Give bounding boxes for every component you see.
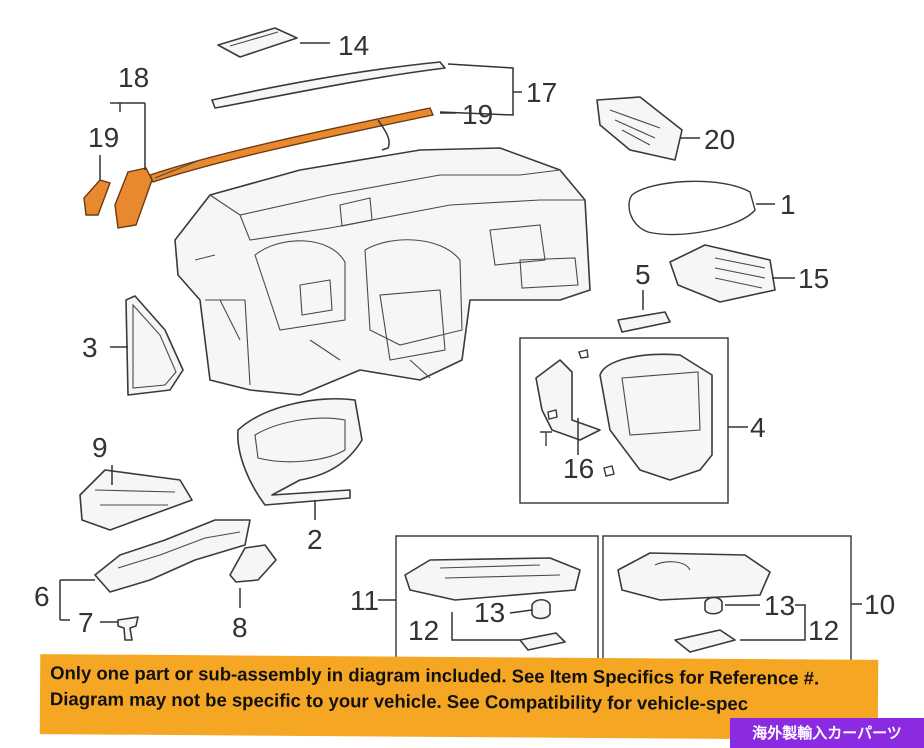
callout-10: 10 — [864, 589, 895, 620]
callout-19-left: 19 — [88, 122, 119, 153]
part-11-module — [404, 557, 581, 651]
part-14-tray — [217, 27, 298, 58]
box-4 — [519, 337, 729, 504]
callout-numbers: 14 17 18 19 19 20 1 15 5 3 4 16 2 9 6 7 … — [34, 30, 895, 646]
part-1-end-cap — [628, 180, 756, 236]
callout-1: 1 — [780, 189, 796, 220]
callout-17: 17 — [526, 77, 557, 108]
callout-13-right: 13 — [764, 590, 795, 621]
seller-badge: 海外製輸入カーパーツ — [730, 718, 924, 748]
part-8-bracket — [229, 544, 277, 583]
callout-3: 3 — [82, 332, 98, 363]
part-19-18-highlighted — [83, 107, 434, 229]
callout-20: 20 — [704, 124, 735, 155]
callout-8: 8 — [232, 612, 248, 643]
part-7-clip — [117, 616, 139, 641]
callout-19-right: 19 — [462, 99, 493, 130]
callout-9: 9 — [92, 432, 108, 463]
callout-13-left: 13 — [474, 597, 505, 628]
disclaimer-line-2: Diagram may not be specific to your vehi… — [49, 688, 749, 715]
callout-11: 11 — [350, 585, 379, 616]
instrument-panel-main — [174, 147, 591, 396]
disclaimer-line-1: Only one part or sub-assembly in diagram… — [50, 662, 820, 689]
callout-7: 7 — [78, 607, 94, 638]
callout-12-right: 12 — [808, 615, 839, 646]
leader-lines — [59, 42, 862, 641]
part-6-knee-bolster — [94, 519, 251, 593]
callout-2: 2 — [307, 524, 323, 555]
part-20-grille — [596, 96, 683, 161]
callout-12-left: 12 — [408, 615, 439, 646]
part-5-switch — [617, 311, 671, 333]
part-17-defroster-strip — [211, 61, 446, 109]
callout-5: 5 — [635, 259, 651, 290]
callout-15: 15 — [798, 263, 829, 294]
part-2-cluster-bezel — [237, 397, 363, 506]
part-15-vent — [669, 244, 776, 303]
callout-16: 16 — [563, 453, 594, 484]
part-9-glovebox — [79, 469, 193, 531]
part-3-side-panel — [125, 295, 184, 396]
callout-4: 4 — [750, 412, 766, 443]
callout-6: 6 — [34, 581, 50, 612]
part-10-module — [617, 552, 771, 653]
part-4-center-bezel — [535, 349, 713, 481]
callout-14: 14 — [338, 30, 369, 61]
callout-18: 18 — [118, 62, 149, 93]
